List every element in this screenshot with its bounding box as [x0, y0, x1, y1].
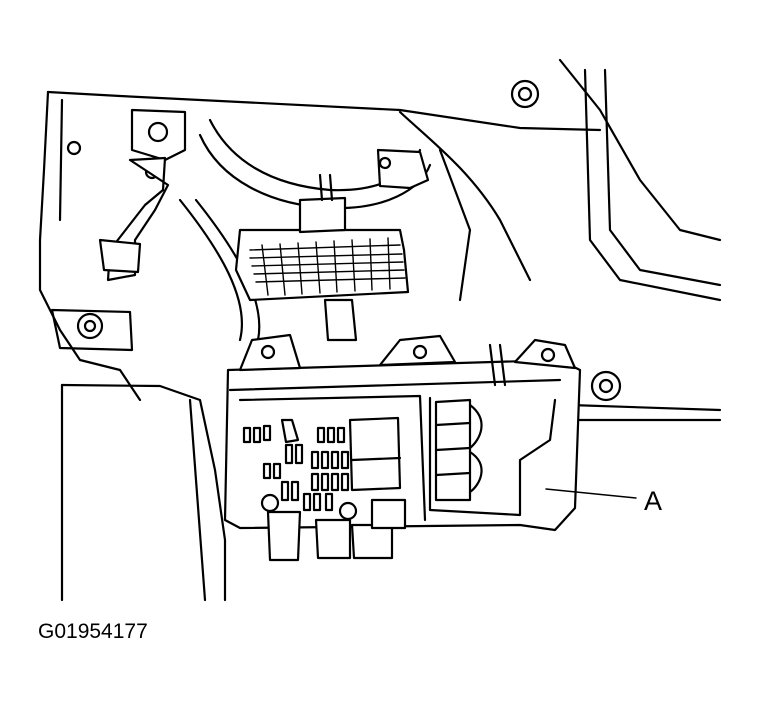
fuses [242, 418, 350, 512]
callout-leader-line [545, 488, 637, 499]
lower-panel [60, 383, 722, 602]
dash-frame [38, 58, 722, 402]
bolt-left [76, 312, 104, 340]
bolt-top-right [510, 79, 540, 109]
callout-label-a: A [644, 486, 663, 516]
bracket-mid [376, 148, 430, 190]
figure-id: G01954177 [38, 620, 148, 643]
bottom-connectors [266, 498, 407, 562]
bolt-right-mount [590, 370, 622, 402]
left-bracket [50, 108, 187, 352]
harness-connector [234, 173, 410, 342]
